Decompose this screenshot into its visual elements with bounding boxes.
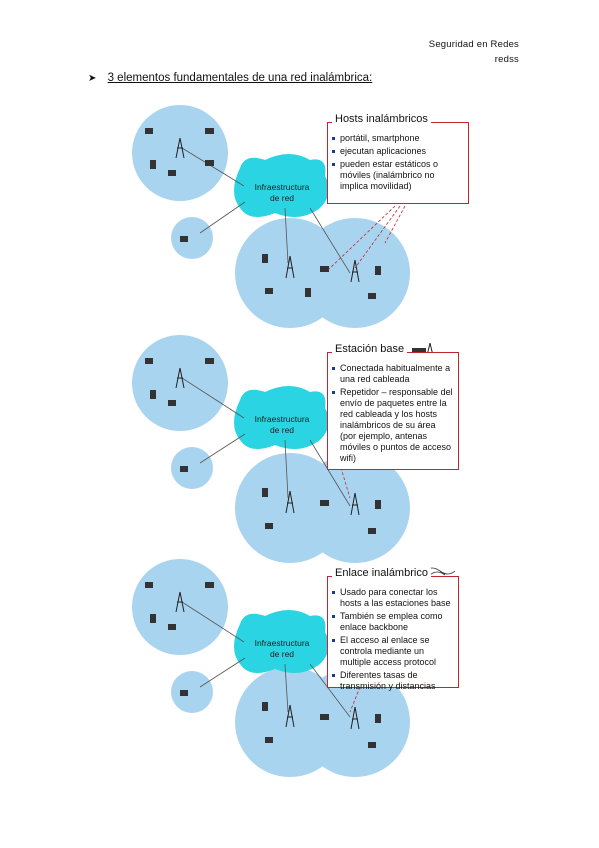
- infrastructure-label: Infraestructura de red: [247, 414, 317, 436]
- callout-base-item: Repetidor – responsable del envío de paq…: [328, 387, 454, 464]
- header-subtitle: redss: [494, 54, 519, 65]
- callout-link-item: Diferentes tasas de transmisión y distan…: [328, 670, 454, 692]
- host-icons: [145, 128, 381, 299]
- callout-hosts-item: ejecutan aplicaciones: [328, 146, 464, 157]
- diagram-wireless-hosts: Infraestructura de red Hosts inalámbrico…: [0, 98, 599, 328]
- host-icons: [145, 348, 426, 534]
- callout-wireless-link: Enlace inalámbrico Usado para conectar l…: [327, 568, 459, 691]
- infra-label-line2: de red: [269, 193, 295, 203]
- network-diagram-2: [132, 335, 435, 563]
- header-title: Seguridad en Redes: [428, 39, 519, 50]
- network-diagram-3: [132, 559, 456, 777]
- cell-small: [171, 217, 213, 259]
- callout-hosts: Hosts inalámbricos portátil, smartphone …: [327, 114, 469, 204]
- callout-base-title: Estación base: [332, 344, 408, 355]
- section-heading: ➤ 3 elementos fundamentales de una red i…: [88, 72, 372, 84]
- network-diagram-1: [132, 105, 410, 328]
- callout-link-title: Enlace inalámbrico: [332, 568, 431, 579]
- infra-label-line1: Infraestructura: [254, 414, 310, 424]
- callout-hosts-item: pueden estar estáticos o móviles (inalám…: [328, 159, 464, 192]
- callout-link-item: También se emplea como enlace backbone: [328, 611, 454, 633]
- infrastructure-label: Infraestructura de red: [247, 182, 317, 204]
- infra-label-line2: de red: [269, 649, 295, 659]
- callout-base-station: Estación base Conectada habitualmente a …: [327, 344, 459, 470]
- callout-pointer-arrows: [327, 205, 406, 271]
- callout-link-item: Usado para conectar los hosts a las esta…: [328, 587, 454, 609]
- infrastructure-cloud: [234, 610, 329, 673]
- arrow-bullet-icon: ➤: [88, 73, 97, 84]
- infra-label-line1: Infraestructura: [254, 182, 310, 192]
- cell-bottom-right: [300, 218, 410, 328]
- infra-label-line2: de red: [269, 425, 295, 435]
- tower-icon: [175, 591, 360, 730]
- cell-left: [132, 105, 228, 201]
- infrastructure-label: Infraestructura de red: [247, 638, 317, 660]
- diagram-base-station: Infraestructura de red Estación base Con…: [0, 335, 599, 568]
- callout-hosts-item: portátil, smartphone: [328, 133, 464, 144]
- diagram-wireless-link: Infraestructura de red Enlace inalámbric…: [0, 559, 599, 792]
- callout-link-item: El acceso al enlace se controla mediante…: [328, 635, 454, 668]
- infrastructure-cloud: [234, 386, 329, 449]
- callout-base-item: Conectada habitualmente a una red cablea…: [328, 363, 454, 385]
- infrastructure-cloud: [234, 154, 329, 217]
- tower-icon: [175, 137, 360, 283]
- section-heading-text: 3 elementos fundamentales de una red ina…: [107, 72, 373, 84]
- callout-hosts-title: Hosts inalámbricos: [332, 114, 431, 125]
- infra-label-line1: Infraestructura: [254, 638, 310, 648]
- host-icons: [145, 582, 381, 748]
